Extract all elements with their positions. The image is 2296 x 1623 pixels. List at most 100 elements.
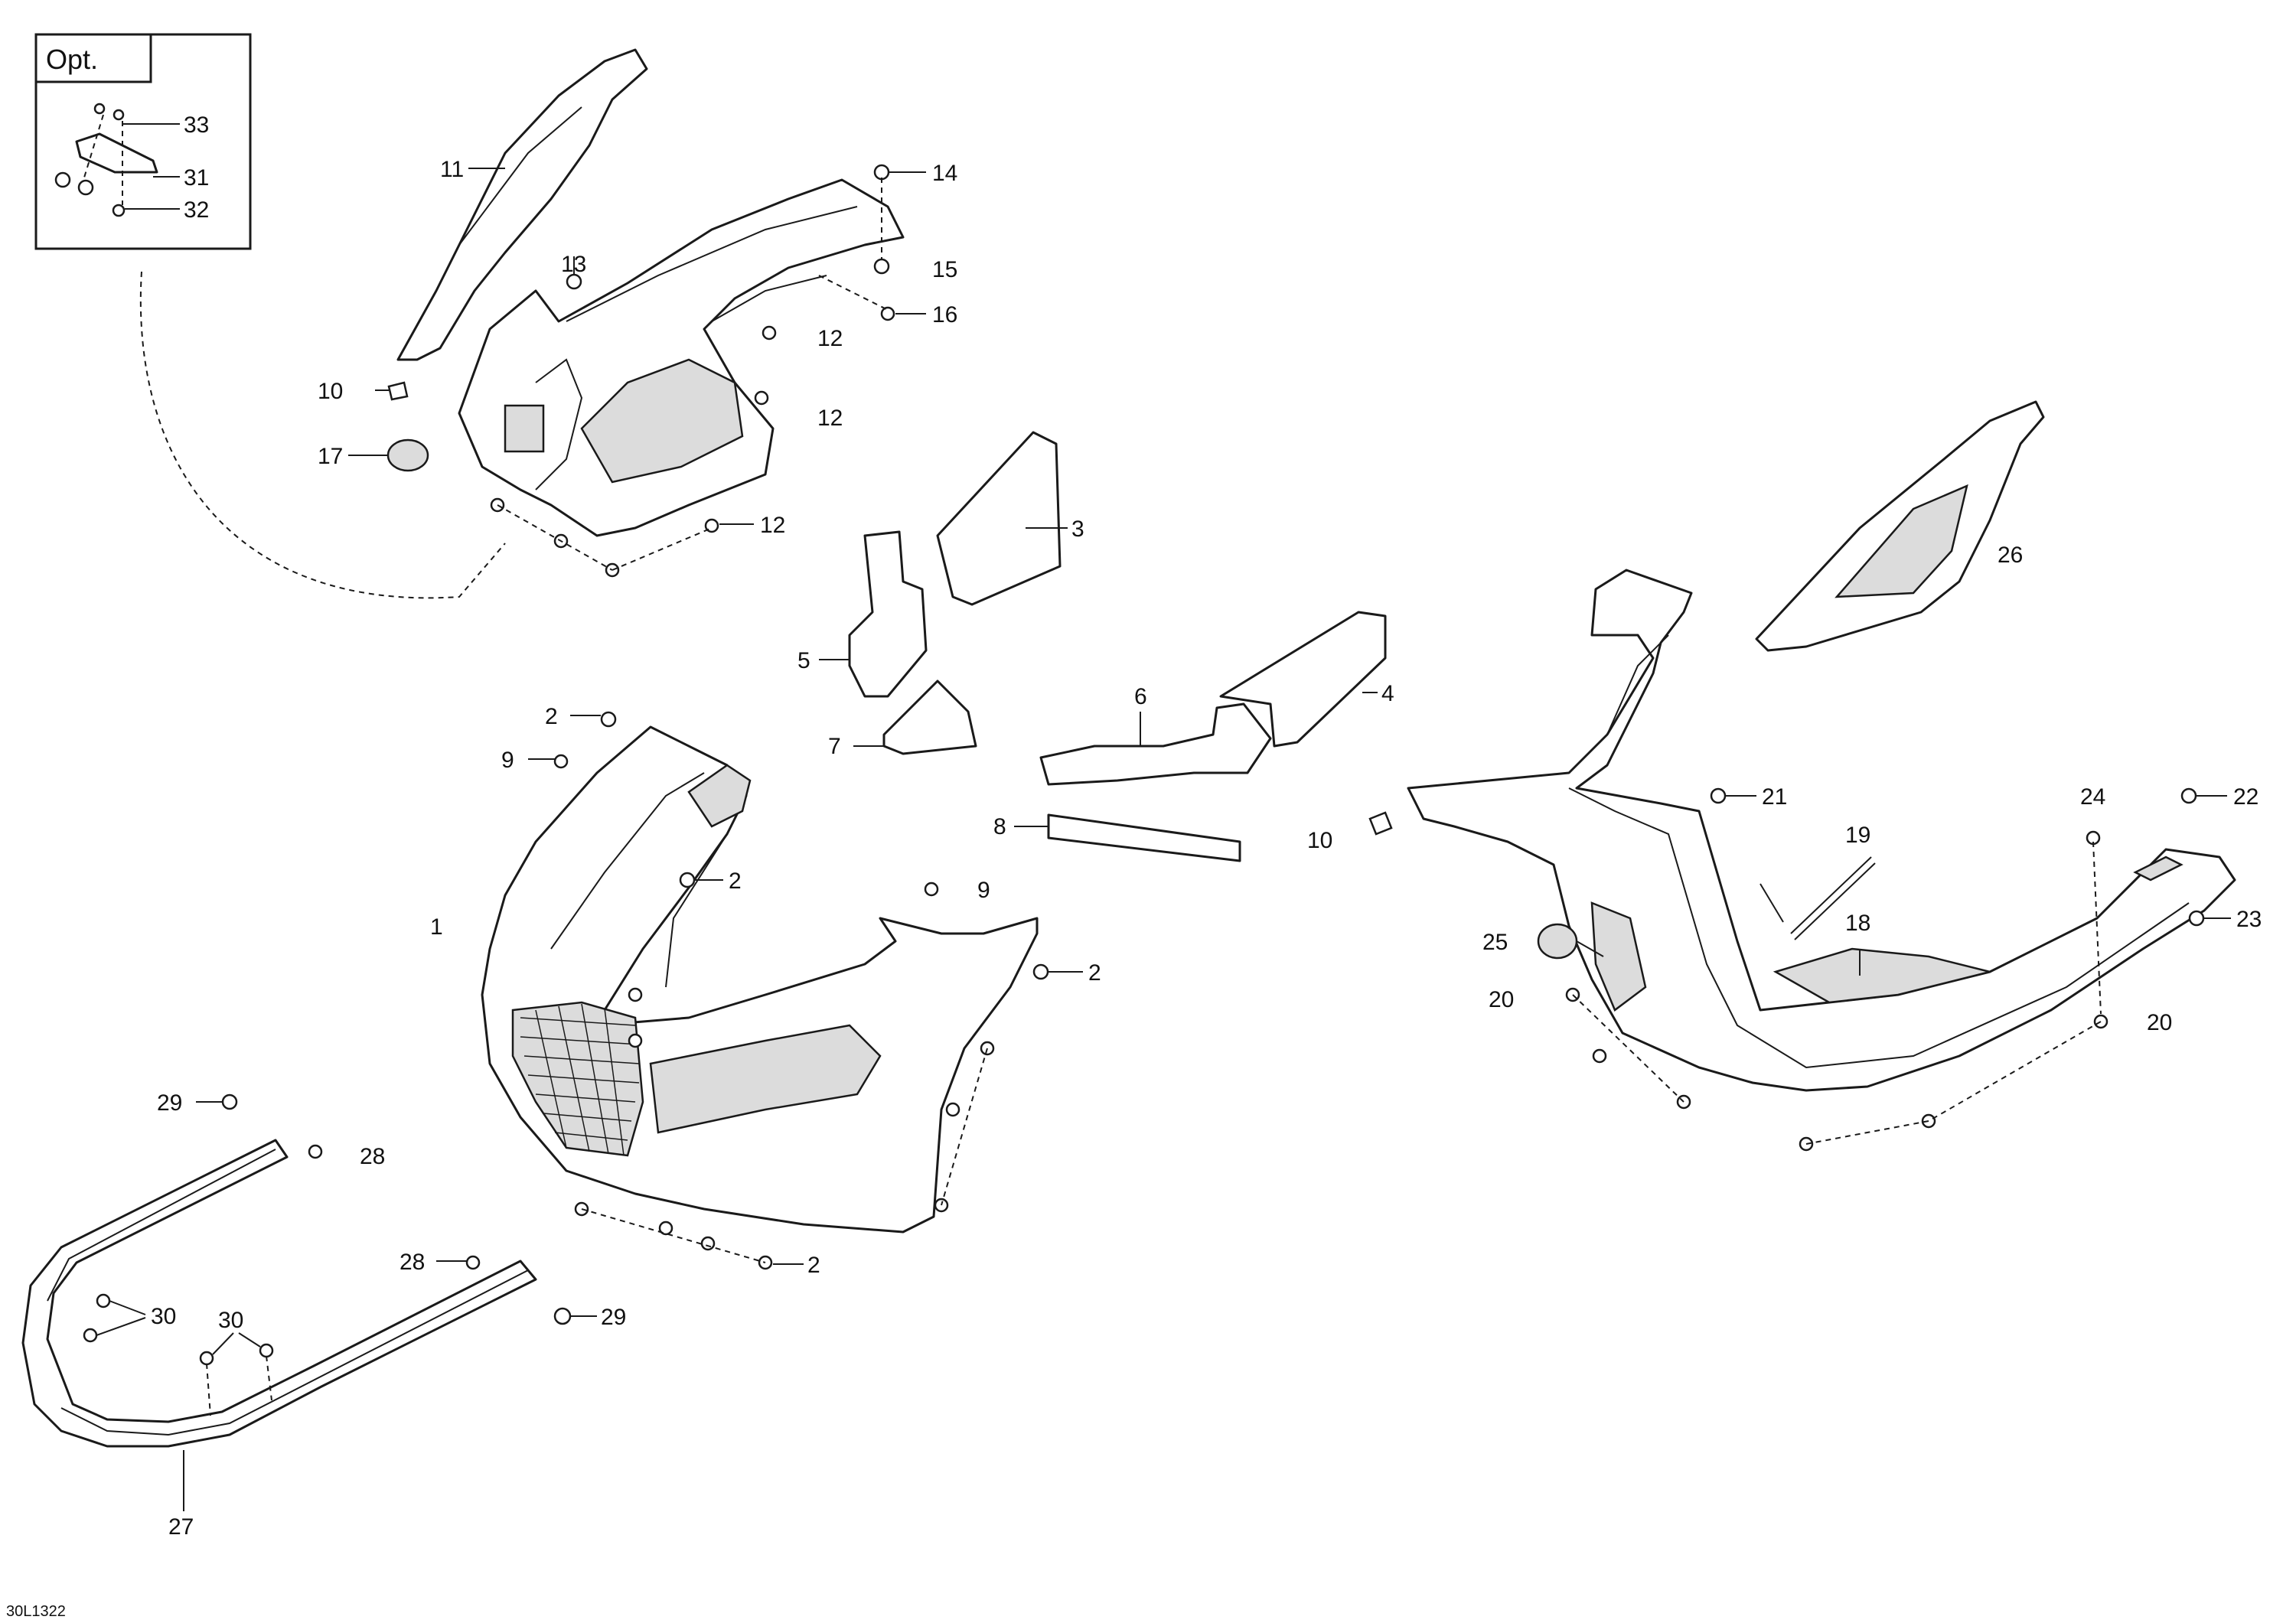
callout-12-b: 12 (817, 406, 843, 431)
callout-6: 6 (1134, 684, 1147, 709)
part-7-cover (882, 680, 977, 755)
callout-24: 24 (2080, 784, 2105, 810)
callout-30-a: 30 (151, 1304, 176, 1329)
fastener-12a (762, 325, 777, 341)
callout-29-b: 29 (601, 1305, 626, 1330)
callout-12-a: 12 (817, 326, 843, 351)
part-12-console (458, 178, 905, 537)
option-label: Opt. (46, 44, 98, 75)
callout-25: 25 (1482, 930, 1508, 955)
headlight-housing (649, 1024, 882, 1134)
fastener-2-top (600, 711, 617, 728)
side-body-assembly: 21 22 23 24 25 26 18 19 20 20 (1407, 400, 2262, 1152)
plug-17 (386, 438, 429, 472)
callout-28-b: 28 (400, 1250, 425, 1275)
panel-26-recess (1835, 484, 1968, 598)
callout-9-b: 9 (977, 878, 990, 903)
callout-14: 14 (932, 161, 957, 186)
callout-10-a: 10 (318, 379, 343, 404)
part-27-bumper (21, 1139, 537, 1448)
part-6-panel (1039, 702, 1272, 786)
nut-29-b (553, 1307, 572, 1325)
body-side-panel (1590, 901, 1647, 1012)
screw-16 (880, 306, 895, 321)
option-rivet (54, 171, 71, 188)
washer-23 (2188, 910, 2205, 927)
callout-12-c: 12 (760, 513, 785, 538)
callout-13: 13 (561, 252, 586, 277)
fastener-2-mid (679, 872, 696, 888)
callout-21: 21 (1762, 784, 1787, 810)
part-5-panel (848, 530, 928, 698)
fastener-21 (1710, 787, 1727, 804)
fastener-12c (704, 518, 719, 533)
callout-10-b: 10 (1307, 828, 1332, 853)
callout-2-c: 2 (1088, 960, 1101, 986)
front-nose-assembly: 2 9 2 9 2 2 1 (430, 704, 1101, 1278)
rivet-30-b (199, 1351, 214, 1366)
screw-9 (553, 754, 569, 769)
callout-19: 19 (1845, 823, 1870, 848)
callout-11: 11 (440, 157, 464, 182)
nut-29-a (221, 1093, 238, 1110)
nose-mount (687, 764, 752, 828)
callout-20-b: 20 (2147, 1010, 2172, 1035)
callout-2-b: 2 (729, 869, 742, 894)
option-bracket (75, 132, 158, 174)
callout-26: 26 (1998, 543, 2023, 568)
callout-3: 3 (1071, 517, 1084, 542)
part-3-panel (936, 431, 1062, 606)
callout-22: 22 (2233, 784, 2258, 810)
callout-32: 32 (184, 197, 209, 223)
diagram-reference-code: 30L1322 (6, 1603, 66, 1620)
callout-8: 8 (993, 814, 1006, 839)
clip-10 (387, 381, 409, 401)
callout-2-d: 2 (807, 1253, 820, 1278)
callout-7: 7 (828, 734, 841, 759)
front-bumper-assembly: 29 28 28 29 30 30 27 (21, 1090, 626, 1540)
callout-27: 27 (168, 1514, 194, 1540)
callout-5: 5 (797, 648, 810, 673)
callout-9-a: 9 (501, 748, 514, 773)
part-1-nose (481, 725, 1039, 1234)
grille-mesh (520, 1003, 640, 1156)
callout-16: 16 (932, 302, 957, 328)
upper-console-assembly: 11 13 14 15 16 12 12 12 10 17 (318, 48, 957, 578)
inset-assembly-path (139, 271, 506, 599)
washer-15 (873, 258, 890, 275)
callout-29-a: 29 (157, 1090, 182, 1116)
option-inset: Opt. 33 31 32 (34, 33, 252, 250)
fastener-2-right (1032, 963, 1049, 980)
plug-25 (1537, 923, 1578, 960)
strip-19 (1790, 856, 1872, 934)
callout-15: 15 (932, 257, 957, 282)
callout-20-a: 20 (1489, 987, 1514, 1012)
part-8-strip (1047, 813, 1241, 862)
side-panels-group: 3 4 5 6 7 8 10 (797, 431, 1394, 862)
console-recess (580, 358, 744, 484)
part-18-body (1407, 569, 2236, 1092)
option-washer (93, 103, 106, 115)
screw-9-b (924, 882, 939, 897)
screw-28-a (308, 1144, 323, 1159)
callout-17: 17 (318, 444, 343, 469)
part-4-panel (1219, 611, 1387, 748)
callout-33: 33 (184, 112, 209, 138)
callout-1: 1 (430, 914, 443, 940)
callout-2-a: 2 (545, 704, 558, 729)
callout-4: 4 (1381, 681, 1394, 706)
callout-31: 31 (184, 165, 209, 191)
callout-18: 18 (1845, 911, 1870, 936)
rivet-30-a (96, 1293, 111, 1309)
body-floor (1773, 947, 1991, 1004)
clip-10-b (1368, 811, 1393, 836)
fastener-12b (754, 390, 769, 406)
console-panel (504, 404, 545, 453)
screw-28-b (465, 1255, 481, 1270)
fastener-14 (873, 164, 890, 181)
callout-30-b: 30 (218, 1308, 243, 1333)
callout-28-a: 28 (360, 1144, 385, 1169)
callout-23: 23 (2236, 907, 2262, 932)
fastener-22 (2180, 787, 2197, 804)
